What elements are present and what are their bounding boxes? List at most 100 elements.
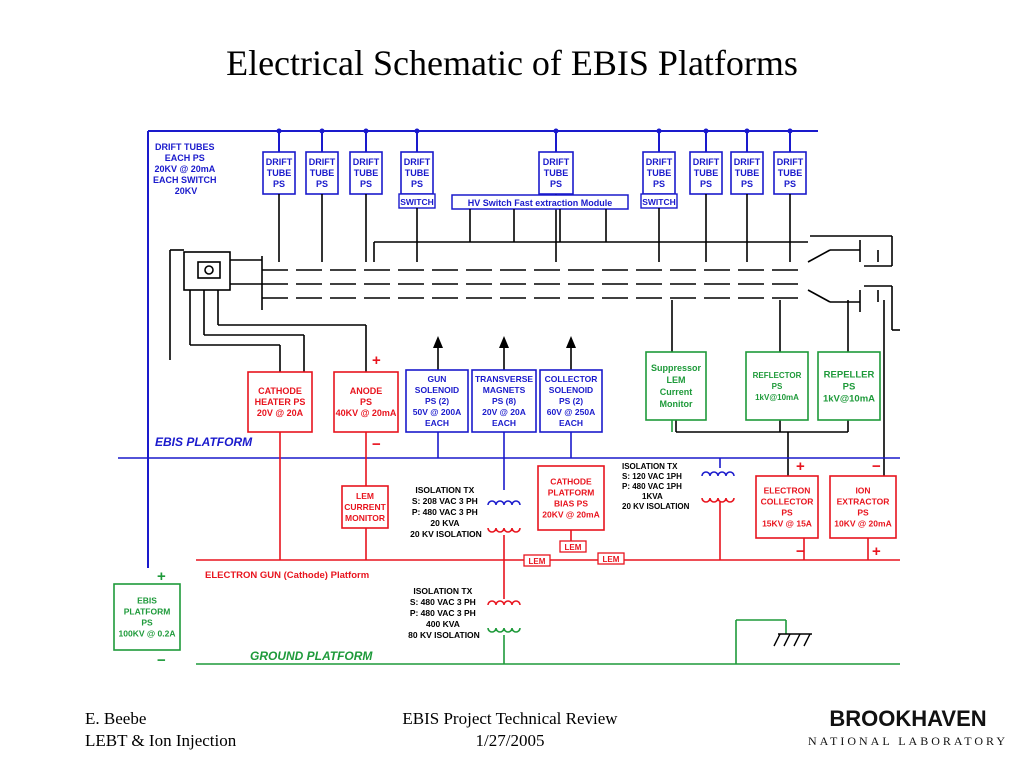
svg-text:−: − xyxy=(796,543,805,560)
svg-text:20V @ 20A: 20V @ 20A xyxy=(257,408,304,418)
svg-text:PS: PS xyxy=(741,179,753,189)
svg-text:1kV@10mA: 1kV@10mA xyxy=(823,393,875,404)
svg-text:PS: PS xyxy=(653,179,665,189)
svg-text:DRIFT: DRIFT xyxy=(353,157,380,167)
svg-text:10KV @ 20mA: 10KV @ 20mA xyxy=(834,518,891,528)
svg-text:PS (2): PS (2) xyxy=(559,396,583,406)
svg-text:DRIFT: DRIFT xyxy=(404,157,431,167)
svg-text:TUBE: TUBE xyxy=(694,168,719,178)
svg-text:ION: ION xyxy=(855,485,870,495)
isolation-transformer-2 xyxy=(487,560,521,633)
svg-text:PS: PS xyxy=(843,381,856,392)
svg-text:50V @ 200A: 50V @ 200A xyxy=(413,407,461,417)
svg-text:EACH: EACH xyxy=(425,418,449,428)
svg-text:60V @ 250A: 60V @ 250A xyxy=(547,407,595,417)
svg-text:LEM: LEM xyxy=(667,375,686,385)
ground-platform-label: GROUND PLATFORM xyxy=(250,649,373,663)
isolation-tx3-label: ISOLATION TX S: 120 VAC 1PH P: 480 VAC 1… xyxy=(622,462,690,511)
drift-tube-supplies: DRIFTTUBEPSDRIFTTUBEPSDRIFTTUBEPSDRIFTTU… xyxy=(262,128,807,262)
svg-text:TRANSVERSE: TRANSVERSE xyxy=(475,374,533,384)
svg-text:PS: PS xyxy=(316,179,328,189)
svg-text:PLATFORM: PLATFORM xyxy=(124,606,171,616)
svg-text:DRIFT: DRIFT xyxy=(266,157,293,167)
svg-text:SWITCH: SWITCH xyxy=(400,197,434,207)
svg-text:CURRENT: CURRENT xyxy=(344,502,386,512)
isolation-tx2-label: ISOLATION TX S: 480 VAC 3 PH P: 480 VAC … xyxy=(408,586,480,640)
svg-text:LEM: LEM xyxy=(565,543,582,552)
svg-text:100KV @ 0.2A: 100KV @ 0.2A xyxy=(119,628,176,638)
svg-text:TUBE: TUBE xyxy=(735,168,760,178)
svg-text:PS: PS xyxy=(781,507,793,517)
svg-text:−: − xyxy=(372,436,381,453)
svg-text:+: + xyxy=(372,352,381,369)
ground-platform-line xyxy=(196,420,900,665)
footer-event-block: EBIS Project Technical Review 1/27/2005 xyxy=(360,708,660,752)
svg-text:PS: PS xyxy=(360,179,372,189)
svg-text:MONITOR: MONITOR xyxy=(345,513,385,523)
svg-text:PS (8): PS (8) xyxy=(492,396,516,406)
svg-text:LEM: LEM xyxy=(356,491,374,501)
svg-text:TUBE: TUBE xyxy=(267,168,292,178)
svg-text:EBIS: EBIS xyxy=(137,595,157,605)
lem-sensor-2: LEM xyxy=(559,540,587,553)
svg-text:LEM: LEM xyxy=(529,557,546,566)
svg-text:PS: PS xyxy=(273,179,285,189)
polarity-signs: + − + − − + + − xyxy=(157,352,881,669)
isolation-transformer-3 xyxy=(701,471,735,560)
svg-text:PS: PS xyxy=(141,617,153,627)
slide-title: Electrical Schematic of EBIS Platforms xyxy=(226,43,798,83)
svg-text:+: + xyxy=(796,458,805,475)
svg-text:ANODE: ANODE xyxy=(350,386,383,396)
svg-text:DRIFT: DRIFT xyxy=(777,157,804,167)
svg-text:REPELLER: REPELLER xyxy=(824,369,875,380)
svg-text:Suppressor: Suppressor xyxy=(651,363,702,373)
svg-text:BIAS PS: BIAS PS xyxy=(554,498,588,508)
svg-text:EXTRACTOR: EXTRACTOR xyxy=(837,496,890,506)
svg-text:DRIFT: DRIFT xyxy=(543,157,570,167)
hv-switch-module-label: HV Switch Fast extraction Module xyxy=(468,198,613,208)
brookhaven-logo: BROOKHAVEN NATIONAL LABORATORY xyxy=(808,706,1008,749)
logo-sub-text: NATIONAL LABORATORY xyxy=(808,734,1009,748)
svg-text:PS: PS xyxy=(857,507,869,517)
svg-text:TUBE: TUBE xyxy=(310,168,335,178)
svg-text:EACH: EACH xyxy=(559,418,583,428)
logo-main-text: BROOKHAVEN xyxy=(829,706,987,731)
svg-text:ELECTRON: ELECTRON xyxy=(764,485,811,495)
svg-text:PS (2): PS (2) xyxy=(425,396,449,406)
svg-text:TUBE: TUBE xyxy=(354,168,379,178)
svg-text:40KV @ 20mA: 40KV @ 20mA xyxy=(336,408,397,418)
svg-text:+: + xyxy=(157,568,166,585)
svg-text:−: − xyxy=(157,652,166,669)
lem-sensor-3: LEM xyxy=(597,552,625,565)
svg-text:REFLECTOR: REFLECTOR xyxy=(753,371,802,380)
svg-text:COLLECTOR: COLLECTOR xyxy=(761,496,814,506)
svg-text:1kV@10mA: 1kV@10mA xyxy=(755,393,799,402)
svg-text:DRIFT: DRIFT xyxy=(646,157,673,167)
ground-symbol xyxy=(773,633,812,647)
svg-text:MAGNETS: MAGNETS xyxy=(483,385,526,395)
svg-text:TUBE: TUBE xyxy=(544,168,569,178)
svg-text:PLATFORM: PLATFORM xyxy=(548,487,595,497)
footer-topic: LEBT & Ion Injection xyxy=(85,731,237,750)
svg-text:EACH: EACH xyxy=(492,418,516,428)
svg-text:PS: PS xyxy=(360,397,372,407)
isolation-tx1-label: ISOLATION TX S: 208 VAC 3 PH P: 480 VAC … xyxy=(410,485,482,539)
svg-text:TUBE: TUBE xyxy=(647,168,672,178)
svg-text:LEM: LEM xyxy=(603,555,620,564)
